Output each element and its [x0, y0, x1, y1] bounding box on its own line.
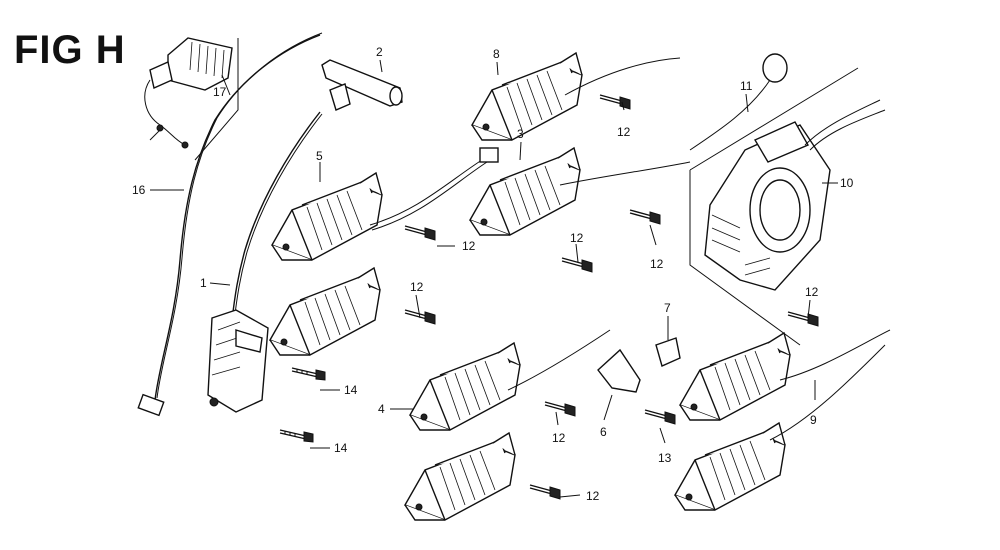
figure-title: FIG H	[14, 28, 126, 72]
ignition-coil-main-part	[207, 111, 323, 413]
bolt-12-e	[561, 257, 593, 273]
callout-1: 1	[200, 276, 207, 290]
stator-part	[704, 121, 831, 291]
coil-unlabeled-left	[269, 267, 381, 356]
bolt-12-g	[544, 401, 576, 417]
coil-4	[409, 342, 521, 431]
bolt-14-a	[291, 367, 326, 381]
stator-panel	[689, 67, 859, 346]
coil-8	[471, 52, 583, 141]
coil-5-wire	[369, 157, 486, 226]
coil-5	[271, 172, 383, 261]
callout-7: 7	[664, 301, 671, 315]
callout-5: 5	[316, 149, 323, 163]
callout-12-h: 12	[586, 489, 600, 503]
callout-2: 2	[376, 45, 383, 59]
callout-12-b: 12	[410, 280, 424, 294]
callout-12-d: 12	[650, 257, 664, 271]
plug-cap-part	[321, 59, 403, 111]
coil-9-upper	[679, 332, 791, 421]
coil-9-lower	[674, 422, 786, 511]
callout-6: 6	[600, 425, 607, 439]
callout-11: 11	[740, 79, 753, 93]
callout-12-a: 12	[462, 239, 476, 253]
coil-9-wire	[779, 329, 891, 381]
bolt-12-c	[599, 94, 631, 110]
bracket-part	[597, 348, 641, 393]
group-bracket	[194, 38, 239, 161]
grommet-wire-part	[689, 79, 771, 151]
callout-15: 16	[132, 183, 146, 197]
bolt-12-d	[629, 209, 661, 225]
bolt-12-a	[404, 225, 436, 241]
callout-10: 10	[840, 176, 854, 190]
callout-8-top: 8	[493, 47, 500, 61]
callout-12-g: 12	[552, 431, 566, 445]
bolt-14-b	[279, 429, 314, 443]
callout-12-e: 12	[570, 231, 584, 245]
coil-4-wire	[507, 329, 611, 391]
coil-3-wire	[559, 161, 691, 186]
callout-16: 17	[213, 85, 227, 99]
plate-part	[655, 337, 681, 367]
bolt-12-h	[529, 484, 561, 500]
coil-lower	[404, 432, 516, 521]
regulator-part	[144, 37, 233, 149]
callout-4: 4	[378, 402, 385, 416]
callout-13: 13	[658, 451, 672, 465]
callout-14-a: 14	[344, 383, 358, 397]
callout-3: 3	[517, 127, 524, 141]
bolt-13	[644, 409, 676, 425]
coil-8-wire	[564, 57, 681, 96]
callout-14-b: 14	[334, 441, 348, 455]
callout-9: 9	[810, 413, 817, 427]
bolt-12-f	[787, 311, 819, 327]
callout-12-f: 12	[805, 285, 819, 299]
callout-12-c: 12	[617, 125, 631, 139]
stator-wire	[809, 109, 886, 151]
